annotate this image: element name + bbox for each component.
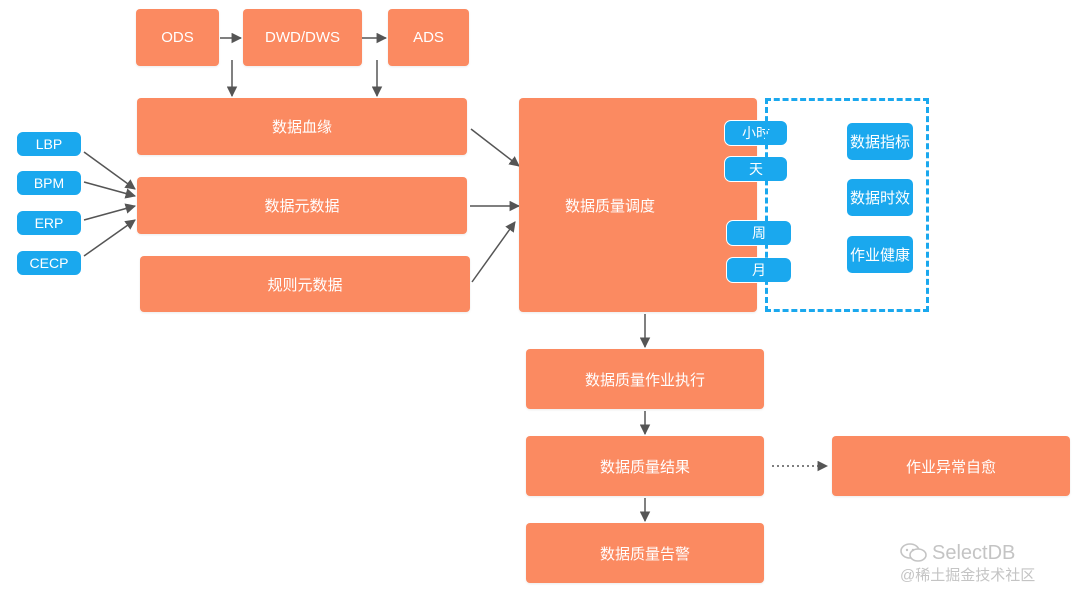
arrow-rule-to-scheduler — [471, 221, 516, 283]
arrow-erp-to-metadata — [83, 203, 137, 221]
watermark-brand: SelectDB — [932, 542, 1016, 564]
alert-label: 数据质量告警 — [599, 545, 690, 563]
self-heal-label: 作业异常自愈 — [905, 458, 996, 476]
frequency-day-label: 天 — [749, 161, 763, 177]
alert-box: 数据质量告警 — [526, 523, 764, 583]
metric-job-health: 作业健康 — [847, 236, 913, 273]
metrics-group — [765, 98, 929, 312]
self-heal-box: 作业异常自愈 — [832, 436, 1070, 496]
watermark-sub: @稀土掘金技术社区 — [900, 567, 1036, 584]
source-bpm: BPM — [16, 170, 82, 196]
execute-label: 数据质量作业执行 — [584, 371, 705, 389]
metric-data-indicator: 数据指标 — [847, 123, 913, 160]
dwd-dws-label: DWD/DWS — [265, 29, 340, 46]
ods-box: ODS — [136, 9, 219, 66]
source-cecp: CECP — [16, 250, 82, 276]
frequency-month-label: 月 — [752, 262, 766, 278]
arrow-cecp-to-metadata — [83, 219, 136, 257]
arrow-lbp-to-metadata — [83, 151, 136, 190]
source-cecp-label: CECP — [29, 255, 69, 271]
frequency-week-label: 周 — [752, 225, 766, 241]
ads-box: ADS — [388, 9, 469, 66]
frequency-month: 月 — [726, 257, 792, 283]
metadata-box: 数据元数据 — [137, 177, 467, 234]
frequency-day: 天 — [724, 156, 788, 182]
frequency-week: 周 — [726, 220, 792, 246]
metric-data-indicator-label: 数据指标 — [849, 134, 910, 151]
scheduler-label: 数据质量调度 — [564, 197, 655, 215]
frequency-hour: 小时 — [724, 120, 788, 146]
ods-label: ODS — [161, 29, 194, 46]
rule-metadata-label: 规则元数据 — [267, 276, 343, 294]
dwd-dws-box: DWD/DWS — [243, 9, 362, 66]
metric-job-health-label: 作业健康 — [849, 247, 910, 264]
scheduler-box: 数据质量调度 — [519, 98, 757, 312]
source-erp: ERP — [16, 210, 82, 236]
wechat-icon — [900, 542, 928, 570]
metric-data-timeliness: 数据时效 — [847, 179, 913, 216]
rule-metadata-box: 规则元数据 — [140, 256, 470, 312]
arrow-bpm-to-metadata — [83, 181, 137, 199]
source-lbp: LBP — [16, 131, 82, 157]
result-label: 数据质量结果 — [599, 458, 690, 476]
source-bpm-label: BPM — [33, 175, 65, 191]
result-box: 数据质量结果 — [526, 436, 764, 496]
execute-box: 数据质量作业执行 — [526, 349, 764, 409]
lineage-label: 数据血缘 — [271, 119, 332, 136]
arrow-lineage-to-scheduler — [470, 128, 520, 167]
metric-data-timeliness-label: 数据时效 — [849, 190, 910, 207]
lineage-box: 数据血缘 — [137, 98, 467, 155]
frequency-hour-label: 小时 — [742, 125, 770, 141]
source-erp-label: ERP — [34, 215, 64, 231]
watermark: SelectDB @稀土掘金技术社区 — [898, 540, 1078, 590]
metadata-label: 数据元数据 — [264, 198, 340, 215]
source-lbp-label: LBP — [35, 136, 63, 152]
ads-label: ADS — [413, 29, 444, 46]
